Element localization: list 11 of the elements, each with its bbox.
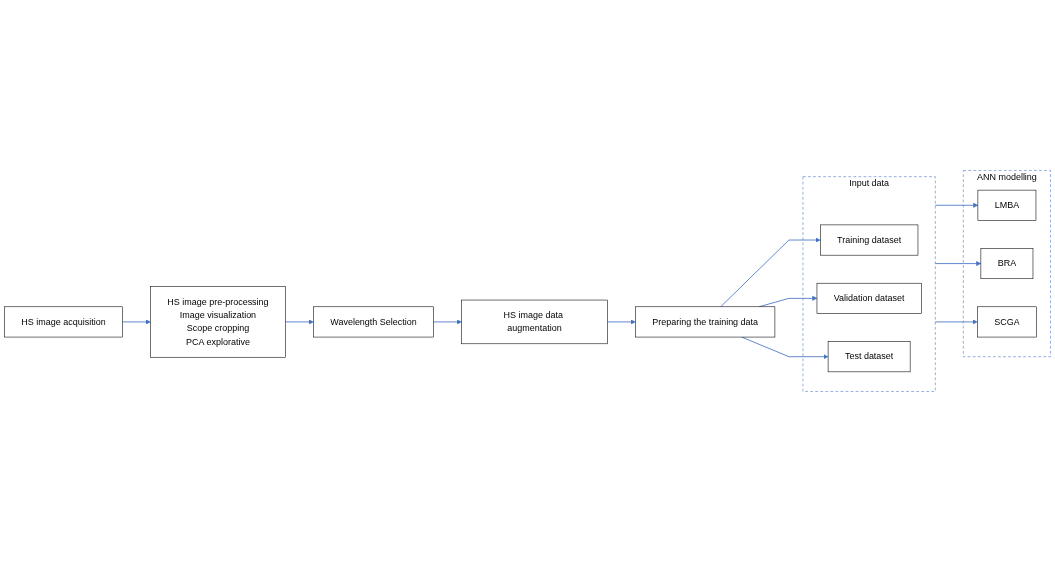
node-box: Training dataset [820, 224, 919, 255]
node-box: HS image pre-processing Image visualization Scope cropping PCA explorative [150, 285, 286, 358]
node-box: Validation dataset [816, 282, 922, 314]
node-box: HS image acquisition [4, 306, 123, 337]
node-box: Test dataset [827, 340, 911, 372]
node-box: HS image data augmentation [461, 299, 608, 344]
node-box: BRA [980, 247, 1034, 279]
node-box: LMBA [977, 189, 1037, 221]
node-box: Wavelength Selection [313, 306, 434, 337]
node-box: Preparing the training data [635, 306, 776, 337]
node-box: SCGA [977, 306, 1037, 337]
